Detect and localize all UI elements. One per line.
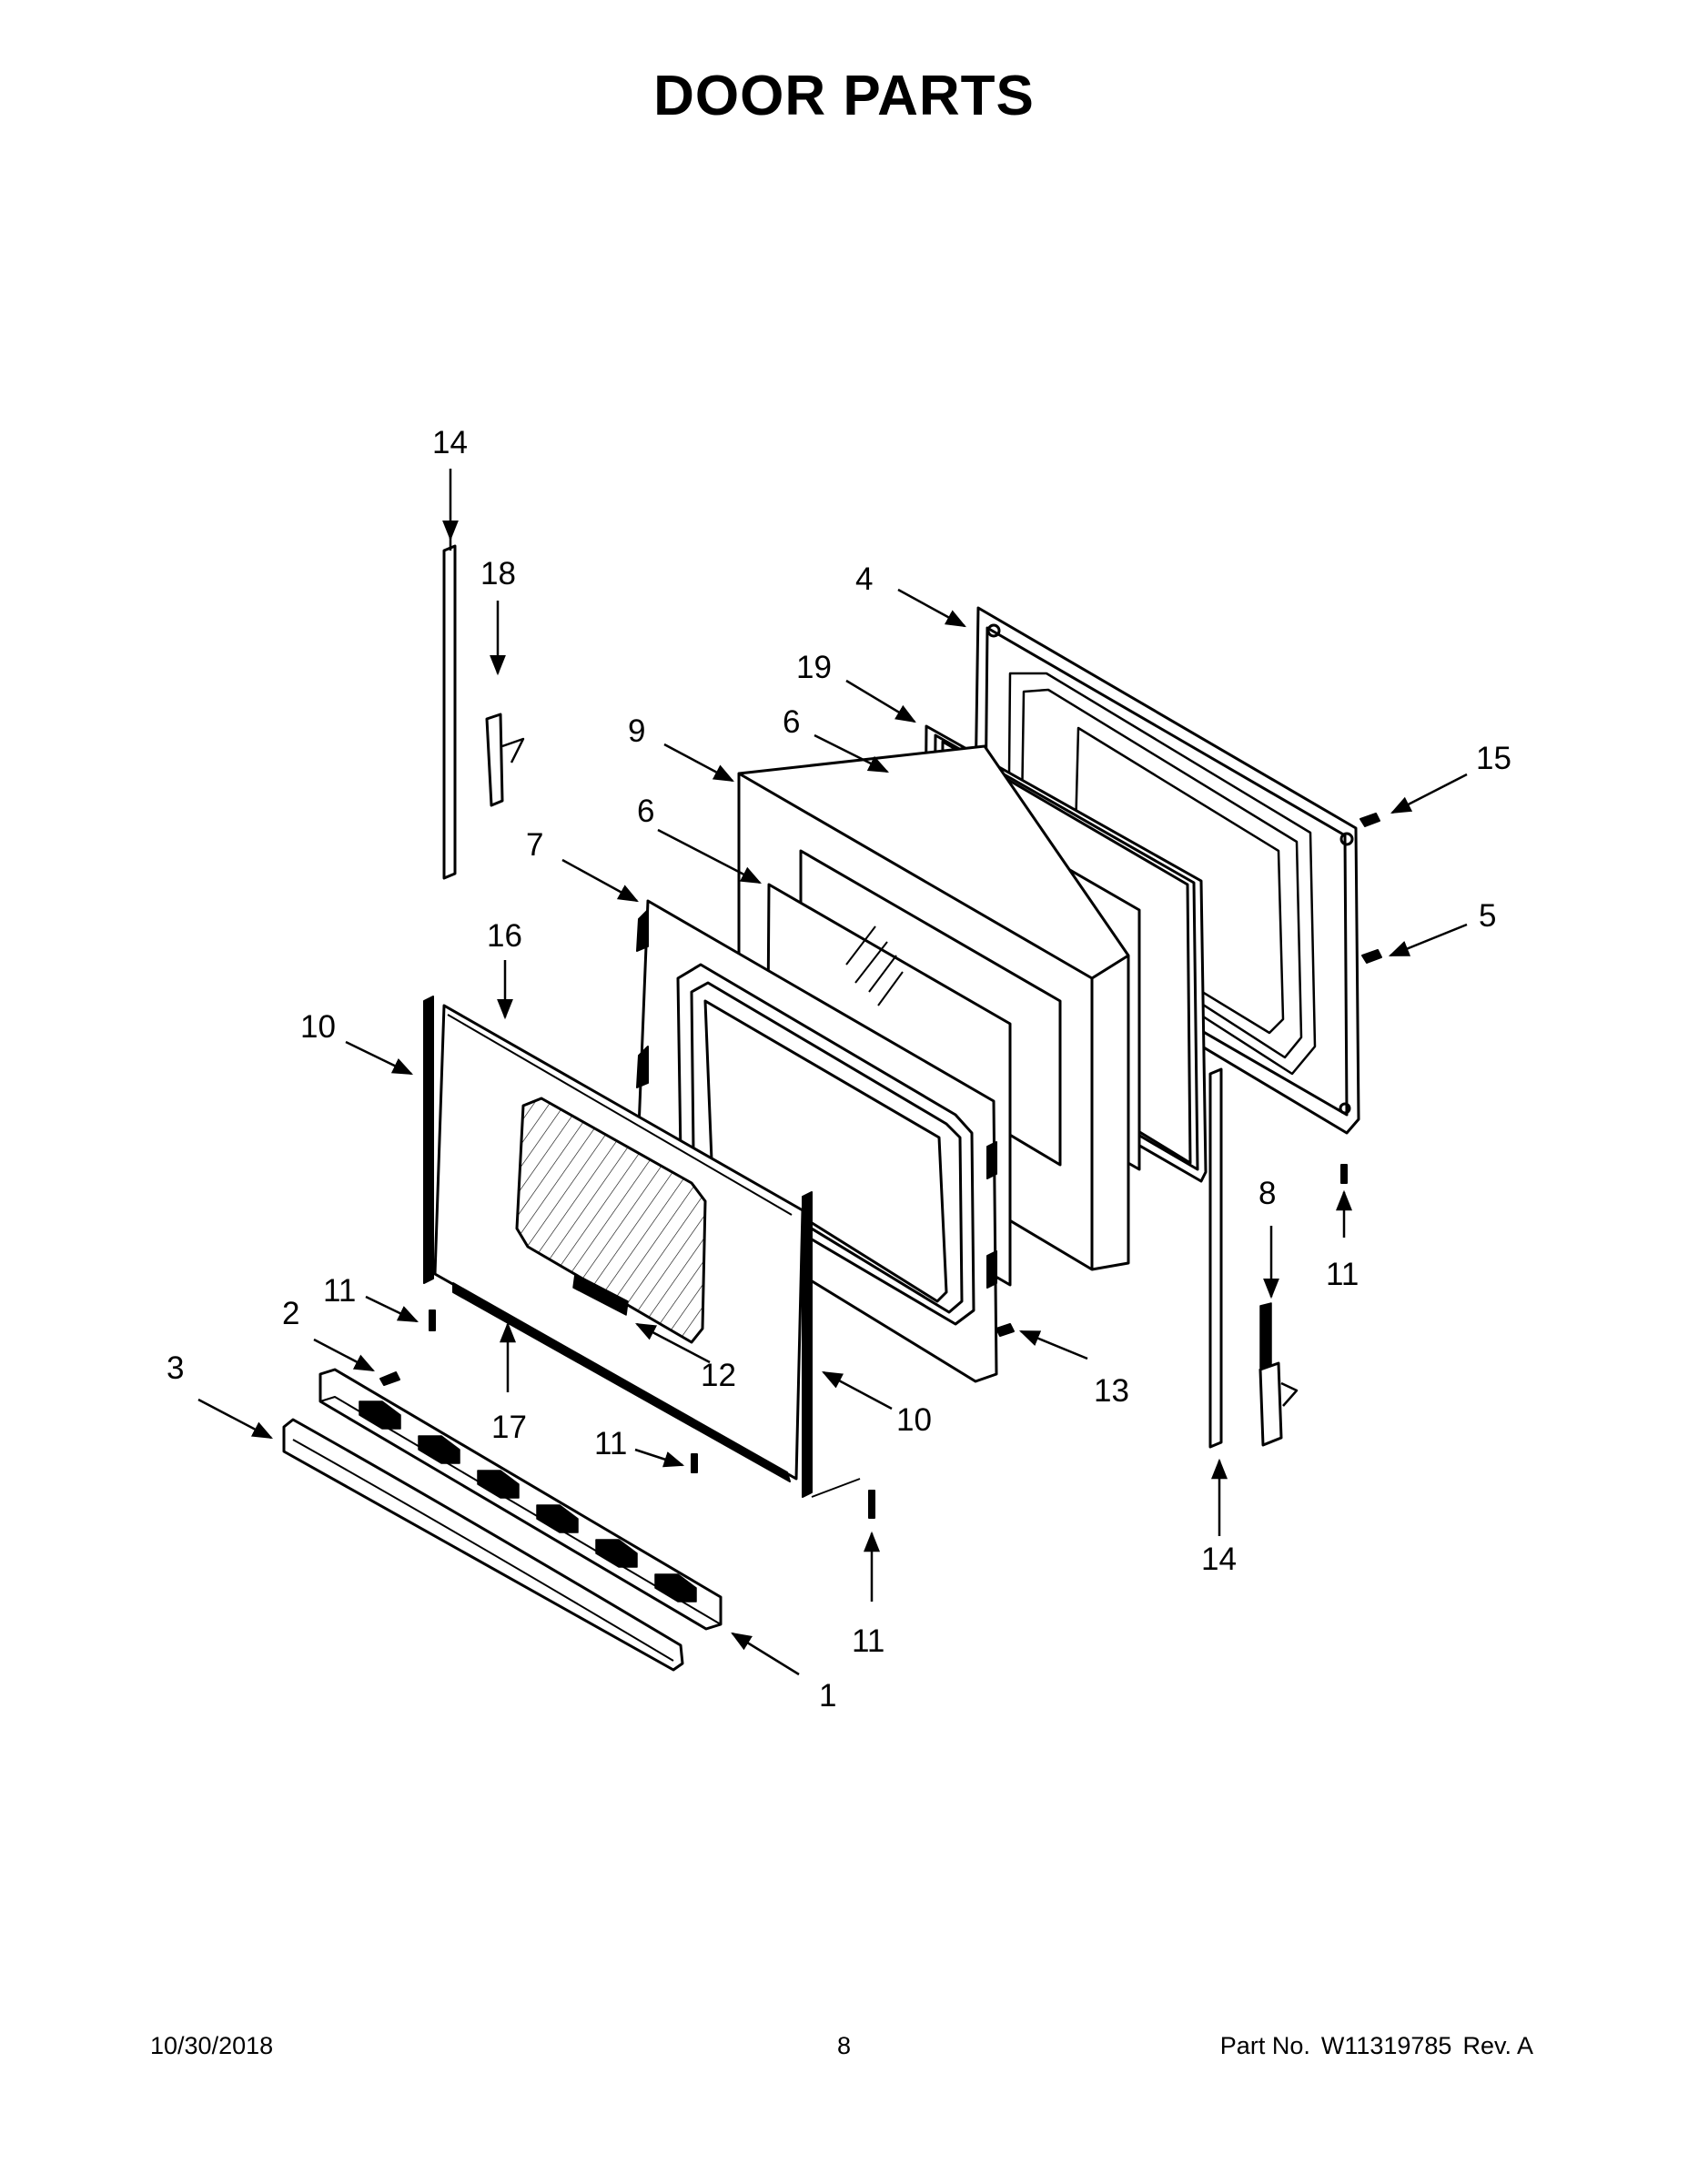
callout-17: 17 — [491, 1410, 527, 1445]
hinge-right — [1208, 1067, 1299, 1449]
callout-6b: 6 — [637, 794, 654, 829]
callout-6a: 6 — [783, 704, 800, 740]
callout-4: 4 — [855, 561, 873, 597]
door-vent-trim — [318, 1368, 723, 1631]
callout-9: 9 — [628, 713, 645, 749]
callout-1: 1 — [819, 1678, 836, 1714]
callout-3: 3 — [167, 1350, 184, 1386]
footer-part-number: W11319785 — [1320, 2032, 1452, 2059]
callout-10a: 10 — [300, 1009, 336, 1045]
outer-glass-door — [433, 1004, 804, 1481]
side-trim-left — [423, 996, 434, 1284]
door-handle — [282, 1418, 684, 1672]
screws — [379, 813, 1382, 1519]
callout-5: 5 — [1479, 898, 1496, 934]
callout-14b: 14 — [1201, 1542, 1237, 1577]
callout-11c: 11 — [852, 1623, 884, 1659]
hinge-left — [442, 544, 525, 880]
footer-date: 10/30/2018 — [150, 2032, 274, 2059]
footer-part-info: Part No. W11319785 Rev. A — [1220, 2032, 1533, 2060]
footer-part-label: Part No. — [1219, 2032, 1310, 2059]
callout-19: 19 — [796, 650, 832, 685]
page-title: DOOR PARTS — [653, 65, 1035, 127]
callout-11d: 11 — [1326, 1257, 1359, 1292]
footer-page-number: 8 — [836, 2032, 852, 2059]
callout-14a: 14 — [432, 425, 468, 460]
callout-7: 7 — [526, 827, 543, 863]
callout-11a: 11 — [323, 1273, 356, 1309]
bottom-trim — [452, 1282, 791, 1482]
callout-10b: 10 — [896, 1402, 932, 1438]
callout-18: 18 — [480, 556, 516, 592]
callout-2: 2 — [282, 1296, 299, 1331]
callout-8: 8 — [1258, 1176, 1276, 1211]
callout-13: 13 — [1094, 1373, 1129, 1409]
callout-11b: 11 — [594, 1426, 627, 1461]
callout-15: 15 — [1476, 741, 1511, 776]
leader-arrows — [197, 469, 1468, 1676]
footer-revision: Rev. A — [1462, 2032, 1533, 2059]
callout-16: 16 — [487, 918, 522, 954]
callout-labels: 1 2 3 4 5 6 8 6 7 9 10 10 11 11 11 11 11… — [167, 425, 1511, 1714]
inner-door-frame — [635, 899, 998, 1383]
callout-12: 12 — [701, 1358, 736, 1393]
side-trim-right — [802, 1191, 861, 1498]
